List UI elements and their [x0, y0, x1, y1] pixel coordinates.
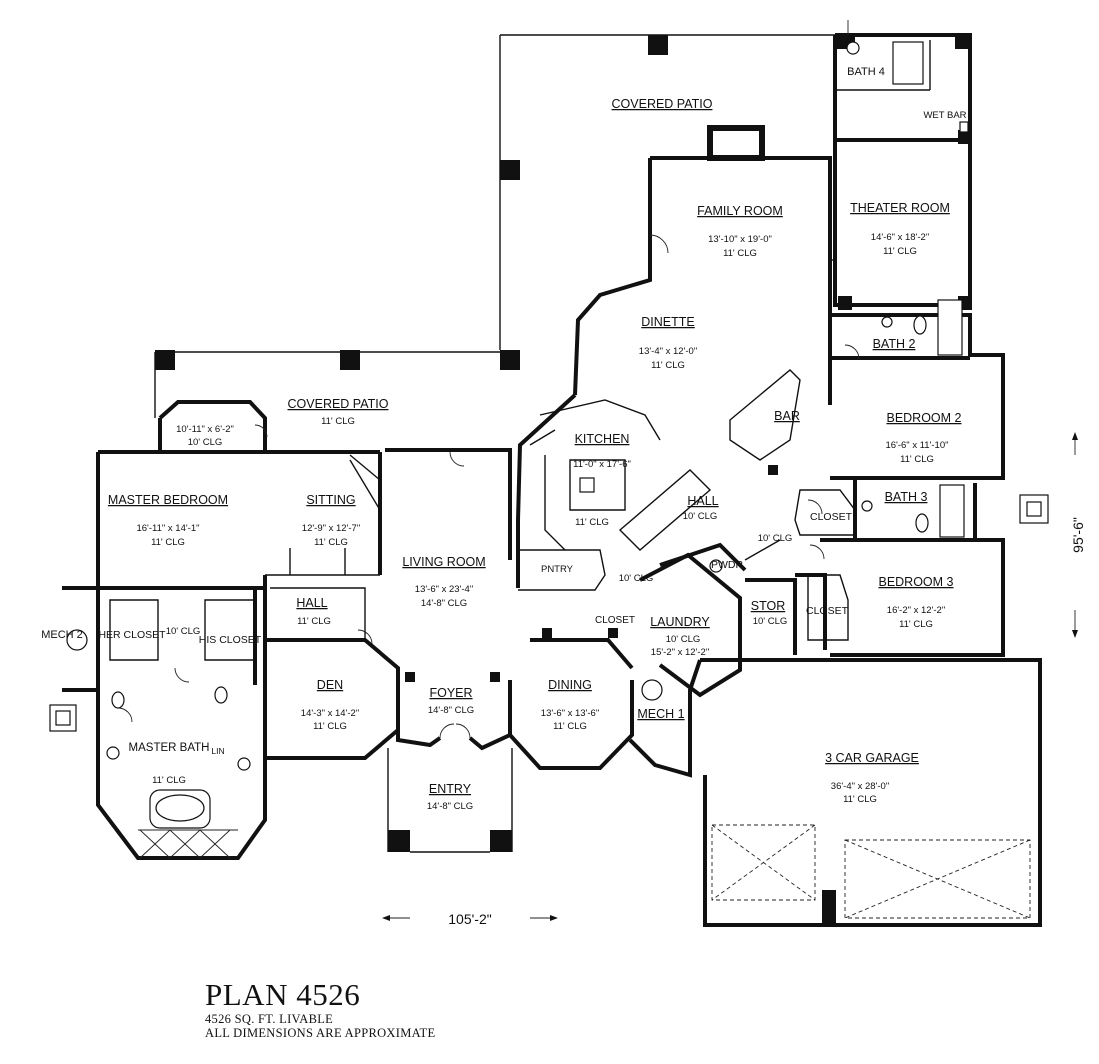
- plan-dimensions-note: ALL DIMENSIONS ARE APPROXIMATE: [205, 1026, 436, 1040]
- bath2-label: BATH 2: [873, 337, 916, 351]
- laundry-clg: 10' CLG: [666, 634, 701, 645]
- living-room-clg: 14'-8" CLG: [421, 598, 467, 609]
- his-closet-label: HIS CLOSET: [199, 634, 262, 646]
- theater-room-clg: 11' CLG: [883, 246, 917, 257]
- fixtures: [66, 41, 969, 829]
- bedroom3-label: BEDROOM 3: [878, 575, 953, 589]
- gallery-clg: 10' CLG: [619, 573, 654, 584]
- entry-walk: [387, 748, 513, 853]
- door-swings: [117, 234, 860, 739]
- garage-doors: [711, 824, 1031, 919]
- bay-nook-dims: 10'-11" x 6'-2": [176, 424, 234, 435]
- dinette-clg: 11' CLG: [651, 360, 685, 371]
- den-dims: 14'-3" x 14'-2": [301, 708, 359, 719]
- hall-clg: 10' CLG: [758, 533, 793, 544]
- garage-dims: 36'-4" x 28'-0": [831, 781, 889, 792]
- wet-bar-label: WET BAR: [923, 110, 966, 121]
- bar-label: BAR: [774, 409, 800, 423]
- family-room-clg: 11' CLG: [723, 248, 757, 259]
- interior-walls: [109, 40, 931, 661]
- laundry-dims: 15'-2" x 12'-2": [651, 647, 709, 658]
- room-labels: COVERED PATIO BATH 4 WET BAR FAMILY ROOM…: [41, 66, 1086, 927]
- overall-width-dimension: 105'-2": [448, 911, 491, 927]
- foyer-label: FOYER: [429, 686, 472, 700]
- entry-clg: 14'-8" CLG: [427, 801, 473, 812]
- plan-square-footage: 4526 SQ. FT. LIVABLE: [205, 1012, 334, 1026]
- sitting-label: SITTING: [306, 493, 355, 507]
- master-bedroom-label: MASTER BEDROOM: [108, 493, 228, 507]
- hall-upper-clg: 10' CLG: [683, 511, 718, 522]
- bedroom2-label: BEDROOM 2: [886, 411, 961, 425]
- den-clg: 11' CLG: [313, 721, 347, 732]
- covered-patio-rear-label: COVERED PATIO: [612, 97, 713, 111]
- bath4-label: BATH 4: [847, 66, 885, 78]
- dining-dims: 13'-6" x 13'-6": [541, 708, 599, 719]
- stor-label: STOR: [751, 599, 786, 613]
- closet-clg: 10' CLG: [166, 626, 201, 637]
- her-closet-label: HER CLOSET: [98, 629, 166, 641]
- hall-upper-label: HALL: [687, 494, 718, 508]
- mech2-label: MECH 2: [41, 629, 83, 641]
- bedroom2-clg: 11' CLG: [900, 454, 934, 465]
- kitchen-dims: 11'-0" x 17'-6": [573, 459, 631, 470]
- family-room-dims: 13'-10" x 19'-0": [708, 234, 772, 245]
- mech1-label: MECH 1: [637, 707, 684, 721]
- fireplace: [707, 125, 765, 161]
- dinette-label: DINETTE: [641, 315, 694, 329]
- stor-clg: 10' CLG: [753, 616, 788, 627]
- bay-nook-clg: 10' CLG: [188, 437, 223, 448]
- overall-depth-dimension: 95'-6": [1070, 517, 1086, 553]
- foyer-clg: 14'-8" CLG: [428, 705, 474, 716]
- sitting-dims: 12'-9" x 12'-7": [302, 523, 360, 534]
- covered-patio-side-label: COVERED PATIO: [288, 397, 389, 411]
- hall-lower-label: HALL: [296, 596, 327, 610]
- living-room-label: LIVING ROOM: [402, 555, 485, 569]
- living-room-dims: 13'-6" x 23'-4": [415, 584, 473, 595]
- laundry-label: LAUNDRY: [650, 615, 710, 629]
- bedroom3-clg: 11' CLG: [899, 619, 933, 630]
- den-label: DEN: [317, 678, 343, 692]
- hall-lower-clg: 11' CLG: [297, 616, 331, 627]
- theater-room-label: THEATER ROOM: [850, 201, 950, 215]
- bath3-label: BATH 3: [885, 490, 928, 504]
- master-bath-label: MASTER BATH: [129, 742, 210, 754]
- dinette-dims: 13'-4" x 12'-0": [639, 346, 697, 357]
- master-bedroom-clg: 11' CLG: [151, 537, 185, 548]
- garage-label: 3 CAR GARAGE: [825, 751, 919, 765]
- kitchen-clg: 11' CLG: [575, 517, 609, 528]
- plan-title-block: PLAN 4526 4526 SQ. FT. LIVABLE ALL DIMEN…: [205, 977, 436, 1041]
- bedroom2-dims: 16'-6" x 11'-10": [885, 440, 948, 451]
- dining-clg: 11' CLG: [553, 721, 587, 732]
- exterior-walls: [62, 33, 1042, 927]
- sitting-clg: 11' CLG: [314, 537, 348, 548]
- master-bath-clg: 11' CLG: [152, 775, 186, 786]
- dining-label: DINING: [548, 678, 592, 692]
- bedroom3-dims: 16'-2" x 12'-2": [887, 605, 945, 616]
- master-bedroom-dims: 16'-11" x 14'-1": [136, 523, 199, 534]
- pantry-label: PNTRY: [541, 564, 574, 575]
- covered-patio-side-clg: 11' CLG: [321, 416, 355, 427]
- master-bath-tub-deck: [138, 829, 238, 859]
- theater-room-dims: 14'-6" x 18'-2": [871, 232, 929, 243]
- pwdr-label: PWDR: [711, 559, 743, 571]
- columns: [155, 35, 972, 925]
- closet-b2-label: CLOSET: [810, 511, 853, 523]
- family-room-label: FAMILY ROOM: [697, 204, 783, 218]
- dimension-lines: [382, 20, 1078, 921]
- plan-title: PLAN 4526: [205, 977, 361, 1012]
- lin-label: LIN: [211, 746, 224, 756]
- hvac-symbols: [49, 494, 1049, 732]
- garage-clg: 11' CLG: [843, 794, 877, 805]
- entry-label: ENTRY: [429, 782, 472, 796]
- kitchen-label: KITCHEN: [575, 432, 630, 446]
- closet-small-label: CLOSET: [595, 615, 635, 626]
- closet-b3-label: CLOSET: [806, 605, 849, 617]
